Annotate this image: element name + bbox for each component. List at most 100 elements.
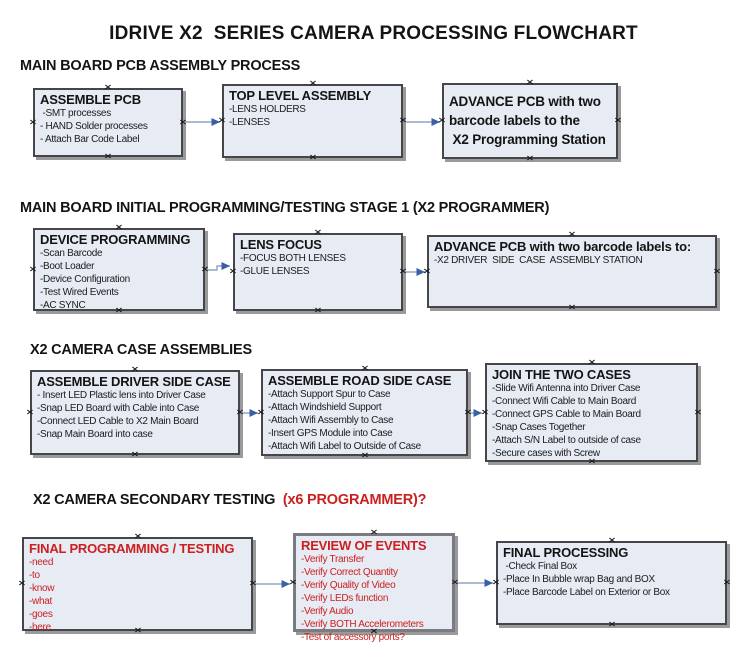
- box-item: -GLUE LENSES: [240, 266, 310, 277]
- box-item: -Scan Barcode: [40, 248, 103, 259]
- box-item: -Test Wired Events: [40, 287, 119, 298]
- anchor-x-mark: ×: [248, 579, 258, 589]
- box-item: -Secure cases with Screw: [492, 448, 600, 459]
- anchor-x-mark: ×: [491, 578, 501, 588]
- box-item: - Attach Bar Code Label: [40, 134, 140, 145]
- heading-text: MAIN BOARD INITIAL PROGRAMMING/TESTING S…: [20, 200, 550, 216]
- box-item: -to: [29, 570, 40, 581]
- section-heading-initial-programming: MAIN BOARD INITIAL PROGRAMMING/TESTING S…: [20, 200, 549, 216]
- flow-arrow-device-programming-to-lens-focus: [206, 262, 230, 271]
- anchor-x-mark: ×: [217, 116, 227, 126]
- box-item: -Check Final Box: [503, 561, 577, 572]
- box-item: -Verify Transfer: [301, 554, 364, 565]
- box-header: DEVICE PROGRAMMING: [40, 232, 191, 247]
- box-item: -Device Configuration: [40, 274, 130, 285]
- box-item: -Attach Wifi Assembly to Case: [268, 415, 394, 426]
- page-title: IDRIVE X2 SERIES CAMERA PROCESSING FLOWC…: [109, 23, 638, 44]
- box-header: ASSEMBLE PCB: [40, 92, 141, 107]
- anchor-x-mark: ×: [369, 528, 379, 538]
- anchor-x-mark: ×: [28, 117, 38, 127]
- box-header: ASSEMBLE DRIVER SIDE CASE: [37, 374, 231, 389]
- anchor-x-mark: ×: [422, 266, 432, 276]
- box-item: -goes: [29, 609, 53, 620]
- box-header: ADVANCE PCB with two barcode labels to:: [434, 239, 692, 254]
- box-header: REVIEW OF EVENTS: [301, 538, 427, 553]
- anchor-x-mark: ×: [712, 266, 722, 276]
- anchor-x-mark: ×: [369, 627, 379, 637]
- flow-box-lens-focus: LENS FOCUS-FOCUS BOTH LENSES-GLUE LENSES: [233, 233, 403, 311]
- flow-box-assemble-driver-side-case: ASSEMBLE DRIVER SIDE CASE- Insert LED Pl…: [30, 370, 240, 455]
- anchor-x-mark: ×: [308, 153, 317, 163]
- anchor-x-mark: ×: [722, 578, 732, 588]
- anchor-x-mark: ×: [587, 457, 596, 467]
- section-heading-case-assemblies: X2 CAMERA CASE ASSEMBLIES: [30, 342, 252, 358]
- anchor-x-mark: ×: [114, 306, 124, 316]
- heading-text-red: (x6 PROGRAMMER)?: [282, 492, 427, 508]
- anchor-x-mark: ×: [607, 620, 616, 630]
- box-item: -Connect Wifi Cable to Main Board: [492, 396, 637, 407]
- box-item: -Attach S/N Label to outside of case: [492, 435, 641, 446]
- box-item: -Boot Loader: [40, 261, 95, 272]
- flow-box-device-programming: DEVICE PROGRAMMING-Scan Barcode -Boot Loa…: [33, 228, 205, 311]
- anchor-x-mark: ×: [398, 116, 408, 126]
- flow-box-final-programming-testing: FINAL PROGRAMMING / TESTING-need -to -know…: [22, 537, 253, 633]
- box-item: -Snap Cases Together: [492, 422, 586, 433]
- anchor-x-mark: ×: [313, 306, 323, 316]
- anchor-x-mark: ×: [360, 451, 369, 461]
- anchor-x-mark: ×: [288, 577, 298, 587]
- box-header: ASSEMBLE ROAD SIDE CASE: [268, 373, 452, 388]
- anchor-x-mark: ×: [235, 407, 245, 417]
- flow-box-assemble-road-side-case: ASSEMBLE ROAD SIDE CASE-Attach Support S…: [261, 369, 468, 456]
- box-item: -LENS HOLDERS: [229, 104, 306, 115]
- box-header: X2 Programming Station: [449, 132, 606, 147]
- box-item: -X2 DRIVER SIDE CASE ASSEMBLY STATION: [434, 255, 643, 266]
- box-item: -Attach Wifi Label to Outside of Case: [268, 441, 421, 452]
- anchor-x-mark: ×: [607, 536, 616, 546]
- anchor-x-mark: ×: [437, 116, 447, 126]
- section-heading-secondary-testing: X2 CAMERA SECONDARY TESTING (x6 PROGRAMM…: [33, 492, 426, 508]
- box-item: -Connect LED Cable to X2 Main Board: [37, 416, 199, 427]
- box-header: LENS FOCUS: [240, 237, 322, 252]
- box-header: FINAL PROGRAMMING / TESTING: [29, 541, 235, 556]
- box-header: ADVANCE PCB with two: [449, 94, 601, 109]
- box-item: -Attach Windshield Support: [268, 402, 382, 413]
- box-item: -Snap LED Board with Cable into Case: [37, 403, 200, 414]
- box-item: -Attach Support Spur to Case: [268, 389, 391, 400]
- anchor-x-mark: ×: [178, 117, 188, 127]
- box-item: - Insert LED Plastic lens into Driver Ca…: [37, 390, 206, 401]
- anchor-x-mark: ×: [114, 223, 124, 233]
- anchor-x-mark: ×: [480, 407, 490, 417]
- anchor-x-mark: ×: [313, 228, 323, 238]
- box-item: -Verify Quality of Video: [301, 580, 396, 591]
- flow-box-advance-pcb-to-case-assembly: ADVANCE PCB with two barcode labels to:-…: [427, 235, 717, 308]
- section-heading-pcb-assembly: MAIN BOARD PCB ASSEMBLY PROCESS: [20, 58, 300, 74]
- box-item: -LENSES: [229, 117, 270, 128]
- box-item: -need: [29, 557, 54, 568]
- anchor-x-mark: ×: [200, 264, 210, 274]
- box-header: FINAL PROCESSING: [503, 545, 629, 560]
- box-item: -know: [29, 583, 55, 594]
- flow-box-assemble-pcb: ASSEMBLE PCB -SMT processes- HAND Solder…: [33, 88, 183, 157]
- box-item: -here: [29, 622, 51, 633]
- box-item: -Verify Correct Quantity: [301, 567, 398, 578]
- heading-text: X2 CAMERA SECONDARY TESTING: [33, 492, 283, 508]
- box-item: - HAND Solder processes: [40, 121, 148, 132]
- anchor-x-mark: ×: [613, 116, 623, 126]
- box-header: JOIN THE TWO CASES: [492, 367, 631, 382]
- box-item: -Test of accessory ports?: [301, 632, 405, 643]
- anchor-x-mark: ×: [17, 579, 27, 589]
- anchor-x-mark: ×: [133, 532, 142, 542]
- flow-box-advance-pcb-to-programming-station: ADVANCE PCB with two barcode labels to th…: [442, 83, 618, 159]
- flow-box-final-processing: FINAL PROCESSING -Check Final Box-Place …: [496, 541, 727, 625]
- box-item: -what: [29, 596, 52, 607]
- flow-box-top-level-assembly: TOP LEVEL ASSEMBLY-LENS HOLDERS -LENSES: [222, 84, 403, 158]
- anchor-x-mark: ×: [525, 154, 535, 164]
- box-item: -Verify Audio: [301, 606, 354, 617]
- box-header: barcode labels to the: [449, 113, 580, 128]
- heading-text: X2 CAMERA CASE ASSEMBLIES: [30, 342, 252, 358]
- anchor-x-mark: ×: [133, 626, 142, 636]
- anchor-x-mark: ×: [25, 407, 35, 417]
- box-header: TOP LEVEL ASSEMBLY: [229, 88, 372, 103]
- box-item: -AC SYNC: [40, 300, 86, 311]
